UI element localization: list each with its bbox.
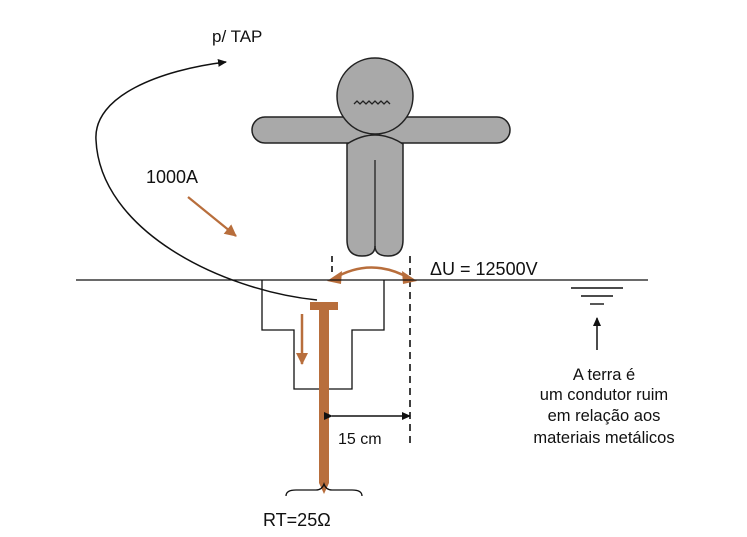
ground-rod-clamp	[310, 302, 338, 310]
arc-arrow-right	[402, 271, 417, 284]
person-figure	[251, 57, 511, 257]
note-line-1: A terra é	[573, 366, 635, 384]
distance-label: 15 cm	[338, 431, 382, 448]
current-label: 1000A	[146, 167, 198, 187]
step-voltage-arc	[332, 266, 412, 281]
note-line-2: um condutor ruim	[540, 386, 668, 404]
tap-cable-curve	[95, 58, 318, 301]
note-line-4: materiais metálicos	[533, 429, 674, 447]
current-arrow	[187, 196, 237, 237]
tap-label: p/ TAP	[212, 27, 262, 46]
person-mouth	[353, 100, 391, 105]
ground-rod-tip	[319, 483, 329, 494]
resistance-label: RT=25Ω	[263, 510, 331, 530]
voltage-label: ΔU = 12500V	[430, 259, 538, 279]
resistance-brace	[285, 481, 363, 497]
person-head	[336, 57, 414, 135]
ground-symbol	[571, 287, 623, 305]
arc-arrow-left	[327, 271, 342, 284]
ground-rod	[319, 303, 329, 483]
note-line-3: em relação aos	[548, 407, 661, 425]
